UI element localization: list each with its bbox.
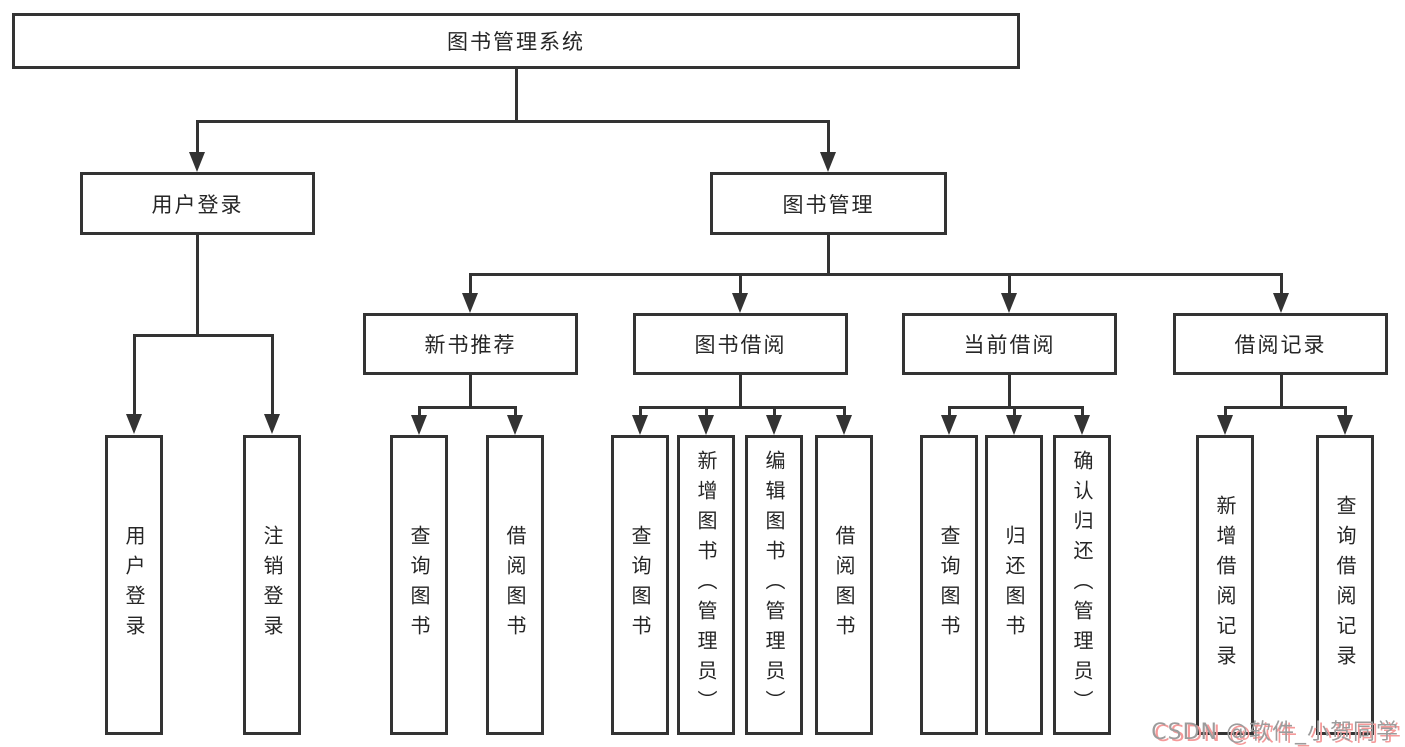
connector-line — [1008, 273, 1011, 295]
arrowhead-down-icon — [1337, 415, 1353, 435]
node-label: 图书借阅 — [694, 333, 787, 357]
node-label: 当前借阅 — [963, 333, 1056, 357]
connector-line — [827, 235, 830, 275]
connector-line — [948, 406, 1084, 409]
connector-line — [739, 375, 742, 408]
node-label: 图书管理 — [782, 192, 875, 217]
connector-line — [1344, 406, 1347, 416]
node-label: 借阅图书 — [832, 525, 856, 645]
connector-line — [418, 406, 517, 409]
node-current-borrowing: 当前借阅 — [902, 313, 1117, 375]
arrowhead-down-icon — [462, 293, 478, 313]
node-label: 查询图书 — [628, 525, 652, 645]
connector-line — [271, 334, 274, 415]
node-book-management: 图书管理 — [710, 172, 947, 235]
node-label: 归还图书 — [1002, 525, 1026, 645]
node-label: 借阅记录 — [1234, 333, 1327, 357]
node-label: 用户登录 — [122, 525, 146, 645]
node-borrowing-records: 借阅记录 — [1173, 313, 1388, 375]
arrowhead-down-icon — [836, 415, 852, 435]
node-leaf-borrow-books: 借阅图书 — [815, 435, 873, 735]
connector-line — [948, 406, 951, 416]
arrowhead-down-icon — [411, 415, 427, 435]
connector-line — [739, 273, 742, 295]
connector-line — [639, 406, 846, 409]
connector-line — [196, 120, 830, 123]
connector-line — [1008, 375, 1011, 408]
connector-line — [196, 235, 199, 336]
connector-line — [133, 334, 136, 415]
connector-line — [469, 375, 472, 408]
node-label: 新增借阅记录 — [1213, 495, 1237, 675]
node-leaf-borrow-books-recommend: 借阅图书 — [486, 435, 544, 735]
node-label: 用户登录 — [151, 192, 244, 217]
connector-line — [827, 120, 830, 153]
arrowhead-down-icon — [766, 415, 782, 435]
arrowhead-down-icon — [507, 415, 523, 435]
connector-line — [515, 69, 518, 120]
node-label: 查询图书 — [407, 525, 431, 645]
connector-line — [705, 406, 708, 416]
node-label: 新书推荐 — [424, 333, 517, 357]
node-book-borrowing: 图书借阅 — [633, 313, 848, 375]
connector-line — [514, 406, 517, 416]
node-leaf-return-books: 归还图书 — [985, 435, 1043, 735]
arrowhead-down-icon — [264, 414, 280, 434]
node-label: 查询图书 — [937, 525, 961, 645]
connector-line — [1013, 406, 1016, 416]
connector-line — [418, 406, 421, 416]
arrowhead-down-icon — [941, 415, 957, 435]
node-label: 确认归还（管理员） — [1070, 450, 1094, 720]
node-leaf-user-login: 用户登录 — [105, 435, 163, 735]
node-leaf-query-borrow-record: 查询借阅记录 — [1316, 435, 1374, 735]
node-user-login: 用户登录 — [80, 172, 315, 235]
arrowhead-down-icon — [1273, 293, 1289, 313]
connector-line — [1280, 375, 1283, 408]
node-leaf-confirm-return-admin: 确认归还（管理员） — [1053, 435, 1111, 735]
arrowhead-down-icon — [189, 152, 205, 172]
arrowhead-down-icon — [632, 415, 648, 435]
connector-line — [1081, 406, 1084, 416]
node-leaf-query-books-borrowing: 查询图书 — [611, 435, 669, 735]
node-label: 注销登录 — [260, 525, 284, 645]
node-label: 图书管理系统 — [447, 30, 585, 54]
arrowhead-down-icon — [698, 415, 714, 435]
node-label: 借阅图书 — [503, 525, 527, 645]
node-leaf-query-books-recommend: 查询图书 — [390, 435, 448, 735]
arrowhead-down-icon — [820, 152, 836, 172]
node-label: 新增图书（管理员） — [694, 450, 718, 720]
arrowhead-down-icon — [1006, 415, 1022, 435]
connector-line — [639, 406, 642, 416]
node-leaf-logout: 注销登录 — [243, 435, 301, 735]
arrowhead-down-icon — [1217, 415, 1233, 435]
connector-line — [469, 273, 1282, 276]
node-book-management-system: 图书管理系统 — [12, 13, 1020, 69]
connector-line — [843, 406, 846, 416]
connector-line — [1224, 406, 1227, 416]
arrowhead-down-icon — [1001, 293, 1017, 313]
arrowhead-down-icon — [126, 414, 142, 434]
connector-line — [133, 334, 274, 337]
node-leaf-query-books-current: 查询图书 — [920, 435, 978, 735]
arrowhead-down-icon — [732, 293, 748, 313]
node-leaf-add-books-admin: 新增图书（管理员） — [677, 435, 735, 735]
connector-line — [1280, 273, 1283, 295]
connector-line — [773, 406, 776, 416]
node-new-book-recommend: 新书推荐 — [363, 313, 578, 375]
node-label: 查询借阅记录 — [1333, 495, 1357, 675]
arrowhead-down-icon — [1074, 415, 1090, 435]
connector-line — [196, 120, 199, 153]
node-leaf-edit-books-admin: 编辑图书（管理员） — [745, 435, 803, 735]
csdn-watermark: CSDN @软件_小贺同学 — [1151, 720, 1399, 745]
node-label: 编辑图书（管理员） — [762, 450, 786, 720]
connector-line — [469, 273, 472, 295]
node-leaf-add-borrow-record: 新增借阅记录 — [1196, 435, 1254, 735]
connector-line — [1224, 406, 1347, 409]
